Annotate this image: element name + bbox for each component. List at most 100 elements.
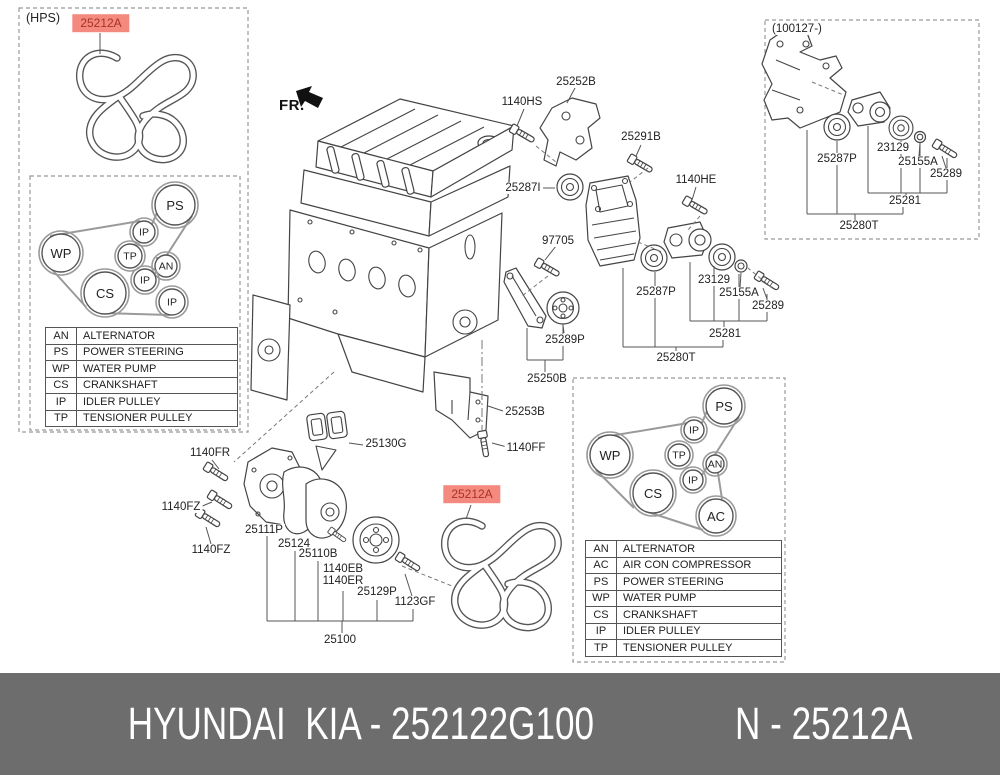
part-label-25155a: 25155A (896, 155, 940, 169)
pulley-label-cs: CS (96, 286, 114, 301)
belt-ring (695, 495, 737, 537)
pulley-circle-cs (632, 472, 674, 514)
legend-code: AN (585, 540, 617, 558)
belt-ring (38, 230, 84, 276)
legend-code: PS (585, 573, 617, 591)
part-label-25111p: 25111P (243, 523, 285, 537)
legend-description: WATER PUMP (76, 360, 238, 378)
part-label-1140hs: 1140HS (499, 95, 545, 109)
belt-ring (130, 265, 160, 295)
legend-code: WP (45, 360, 77, 378)
bracket-25250b-drawing (503, 267, 580, 329)
pulley-label-ip: IP (140, 275, 150, 287)
legend-description: TENSIONER PULLEY (76, 409, 238, 427)
part-label-23129: 23129 (696, 273, 732, 287)
pulley-circle-tp (117, 243, 143, 269)
hps-box (18, 7, 249, 433)
belt-ring (586, 431, 634, 479)
footer-part-number: HYUNDAI KIA - 252122G100 (128, 698, 595, 749)
belt-ring (629, 469, 677, 517)
legend-description: IDLER PULLEY (616, 622, 782, 640)
gasket-25130g-drawing (306, 410, 348, 471)
belt-ring (114, 240, 146, 272)
belt-ring (702, 451, 728, 477)
pulley-label-an: AN (159, 261, 174, 273)
part-label-25281: 25281 (707, 327, 743, 341)
part-label-25212a[interactable]: 25212A (72, 14, 130, 32)
pulley-label-tp: TP (672, 450, 685, 462)
variant-bracket-assembly-drawing (761, 25, 960, 161)
part-label-25289: 25289 (928, 167, 964, 181)
part-label-1140ff: 1140FF (504, 441, 548, 455)
legend-description: POWER STEERING (616, 573, 782, 591)
water-pump-drawing (194, 447, 423, 574)
part-label-25287p: 25287P (634, 285, 678, 299)
legend-code: IP (45, 393, 77, 411)
part-label-25212a[interactable]: 25212A (443, 485, 501, 503)
part-label-25287p: 25287P (815, 152, 859, 166)
part-label-1140er: 1140ER (320, 574, 366, 588)
pulley-circle-ps (705, 387, 743, 425)
belt-ring (664, 440, 694, 470)
part-label-25110b: 25110B (296, 547, 340, 561)
part-label-1140fz: 1140FZ (189, 543, 233, 557)
callout-brackets (266, 126, 948, 633)
legend-description: ALTERNATOR (76, 327, 238, 345)
fr-direction-arrow (296, 86, 323, 108)
legend-code: TP (585, 639, 617, 657)
part-label-25250b: 25250B (525, 372, 569, 386)
pulley-label-ip: IP (139, 227, 149, 239)
part-label-25289: 25289 (750, 299, 786, 313)
pulley-label-ip: IP (688, 475, 698, 487)
legend-description: IDLER PULLEY (76, 393, 238, 411)
pulley-circle-ip (133, 268, 157, 292)
fr-direction-label: FR. (279, 97, 305, 114)
legend-code: WP (585, 589, 617, 607)
pulley-circle-ip (158, 288, 186, 316)
belt-ring (151, 181, 199, 229)
date-range-caption: (100127-) (770, 23, 824, 35)
belt-ring (679, 466, 707, 494)
legend-code: IP (585, 622, 617, 640)
part-label-25280t: 25280T (654, 351, 698, 365)
part-label-25124: 25124 (276, 537, 312, 551)
pulley-label-an: AN (708, 459, 723, 471)
dashed-leaders (233, 81, 847, 587)
pulley-label-ps: PS (166, 198, 184, 213)
hps-caption: (HPS) (24, 11, 63, 25)
engine-block-drawing (250, 98, 515, 401)
part-label-23129: 23129 (875, 141, 911, 155)
legend-code: PS (45, 343, 77, 361)
bracket-25252b-drawing (539, 97, 601, 167)
legend-code: CS (585, 606, 617, 624)
hps-schematic-box (29, 175, 241, 431)
part-label-1140fr: 1140FR (187, 446, 233, 460)
legend-code: AC (585, 556, 617, 574)
pulley-circle-tp (667, 443, 691, 467)
pulley-circle-wp (589, 434, 631, 476)
pulley-label-wp: WP (600, 448, 621, 463)
mounting-plate-drawing (585, 175, 641, 267)
bracket-25253b-drawing (433, 371, 492, 459)
part-label-25253b: 25253B (503, 405, 547, 419)
belt-ring (155, 285, 189, 319)
part-label-1140eb: 1140EB (320, 562, 366, 576)
footer-bar: HYUNDAI KIA - 252122G100 N - 25212A (0, 673, 1000, 775)
part-label-25287i: 25287I (503, 181, 543, 195)
part-label-25100: 25100 (322, 633, 358, 647)
part-label-25289p: 25289P (543, 333, 587, 347)
leader-lines (99, 33, 947, 597)
